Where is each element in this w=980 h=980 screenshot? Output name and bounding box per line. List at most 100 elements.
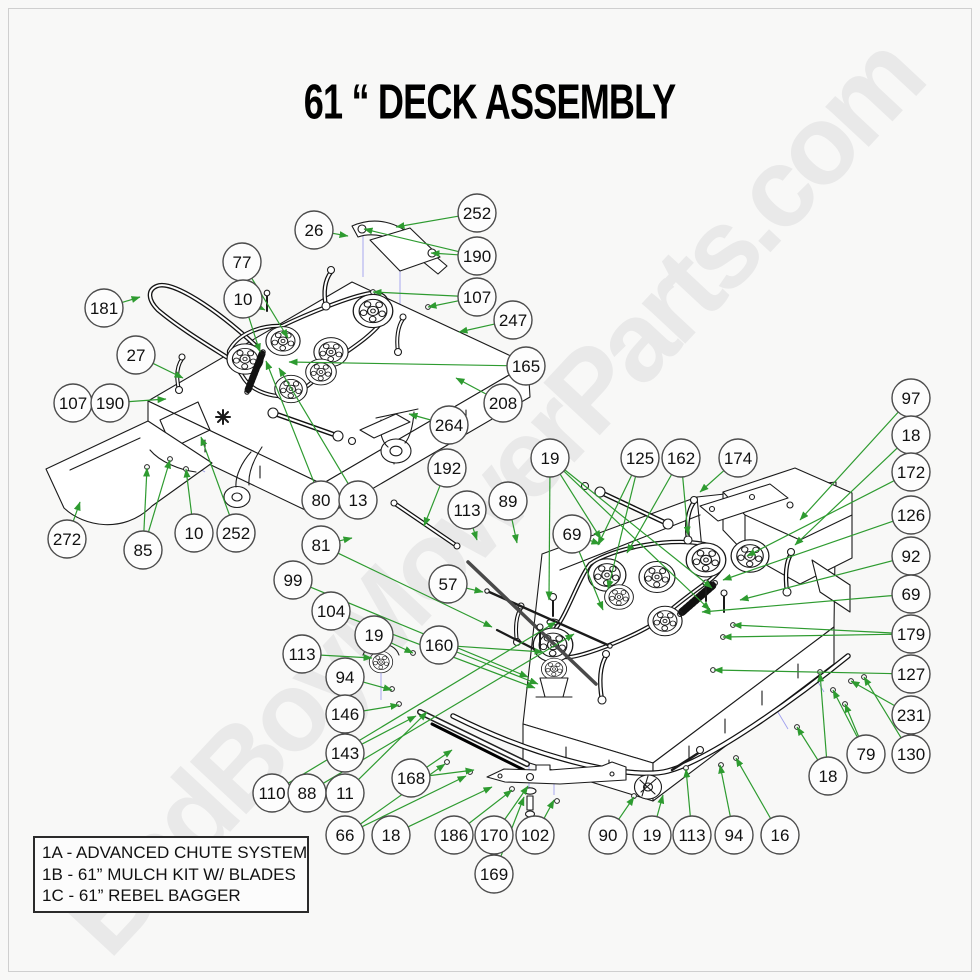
callout-88[interactable]: 88 [287,773,327,813]
leader-line [248,316,261,353]
legend-item: 1B - 61” MULCH KIT W/ BLADES [42,864,296,884]
callout-92[interactable]: 92 [891,536,931,576]
leader-line [395,215,459,229]
callout-231[interactable]: 231 [891,695,931,735]
svg-text:16: 16 [771,826,790,845]
leader-line [363,227,459,253]
upper-deck-drawing [45,220,531,550]
callout-264[interactable]: 264 [429,405,469,445]
callout-179[interactable]: 179 [891,614,931,654]
callout-99[interactable]: 99 [273,560,313,600]
callout-104[interactable]: 104 [311,591,351,631]
leader-line [265,360,315,483]
svg-text:19: 19 [541,449,560,468]
callout-102[interactable]: 102 [515,815,555,855]
callout-16[interactable]: 16 [760,815,800,855]
leader-line [722,633,893,641]
callout-192[interactable]: 192 [427,448,467,488]
callout-69[interactable]: 69 [891,574,931,614]
callout-174[interactable]: 174 [718,438,758,478]
callout-162[interactable]: 162 [661,438,701,478]
svg-text:170: 170 [480,826,508,845]
callout-110[interactable]: 110 [252,773,292,813]
callout-57[interactable]: 57 [428,564,468,604]
callout-113[interactable]: 113 [447,490,487,530]
callout-69[interactable]: 69 [552,514,592,554]
svg-text:89: 89 [499,492,518,511]
callout-125[interactable]: 125 [620,438,660,478]
leader-line [427,300,459,309]
leader-line [455,377,487,395]
svg-text:125: 125 [626,449,654,468]
callout-81[interactable]: 81 [301,525,341,565]
leader-line [361,715,417,745]
leader-line [799,411,899,521]
svg-text:247: 247 [499,311,527,330]
svg-text:172: 172 [897,463,925,482]
callout-10[interactable]: 10 [174,513,214,553]
callout-18[interactable]: 18 [891,415,931,455]
leader-line [458,323,495,334]
callout-113[interactable]: 113 [672,815,712,855]
callout-66[interactable]: 66 [325,815,365,855]
callout-10[interactable]: 10 [223,279,263,319]
callout-18[interactable]: 18 [808,756,848,796]
callout-272[interactable]: 272 [47,519,87,559]
callout-11[interactable]: 11 [325,773,365,813]
callout-126[interactable]: 126 [891,495,931,535]
callout-85[interactable]: 85 [123,530,163,570]
callout-19[interactable]: 19 [530,438,570,478]
callout-18[interactable]: 18 [371,815,411,855]
leader-line [339,536,353,544]
callout-27[interactable]: 27 [116,335,156,375]
svg-text:26: 26 [305,221,324,240]
leader-line [288,358,508,367]
callout-247[interactable]: 247 [493,300,533,340]
callout-252[interactable]: 252 [216,513,256,553]
callout-165[interactable]: 165 [506,346,546,386]
svg-text:174: 174 [724,449,752,468]
callout-160[interactable]: 160 [419,625,459,665]
callout-107[interactable]: 107 [457,277,497,317]
svg-text:11: 11 [336,784,354,803]
svg-text:107: 107 [463,288,491,307]
svg-text:252: 252 [222,524,250,543]
callout-130[interactable]: 130 [891,734,931,774]
callout-146[interactable]: 146 [325,694,365,734]
callout-208[interactable]: 208 [483,383,523,423]
callout-19[interactable]: 19 [354,615,394,655]
callout-170[interactable]: 170 [474,815,514,855]
callout-107[interactable]: 107 [53,383,93,423]
callout-26[interactable]: 26 [294,210,334,250]
leader-line [358,711,428,781]
callout-94[interactable]: 94 [714,815,754,855]
callout-168[interactable]: 168 [391,758,431,798]
svg-text:10: 10 [185,524,204,543]
callout-186[interactable]: 186 [434,815,474,855]
leader-line [699,470,725,493]
callout-19[interactable]: 19 [632,815,672,855]
callout-79[interactable]: 79 [846,734,886,774]
callout-89[interactable]: 89 [488,481,528,521]
svg-text:186: 186 [440,826,468,845]
callout-169[interactable]: 169 [474,854,514,894]
leader-line [430,250,459,258]
svg-text:252: 252 [463,204,491,223]
callout-13[interactable]: 13 [338,480,378,520]
leader-line [457,645,544,655]
callout-127[interactable]: 127 [891,654,931,694]
callout-181[interactable]: 181 [84,288,124,328]
callout-97[interactable]: 97 [891,378,931,418]
callout-252[interactable]: 252 [457,193,497,233]
callout-94[interactable]: 94 [325,657,365,697]
callout-190[interactable]: 190 [457,236,497,276]
callout-172[interactable]: 172 [891,452,931,492]
callout-90[interactable]: 90 [588,815,628,855]
callout-143[interactable]: 143 [325,733,365,773]
callout-190[interactable]: 190 [90,383,130,423]
callout-113[interactable]: 113 [282,634,322,674]
leader-line [511,519,519,544]
callout-77[interactable]: 77 [222,242,262,282]
leader-line [564,469,713,589]
callout-80[interactable]: 80 [301,480,341,520]
